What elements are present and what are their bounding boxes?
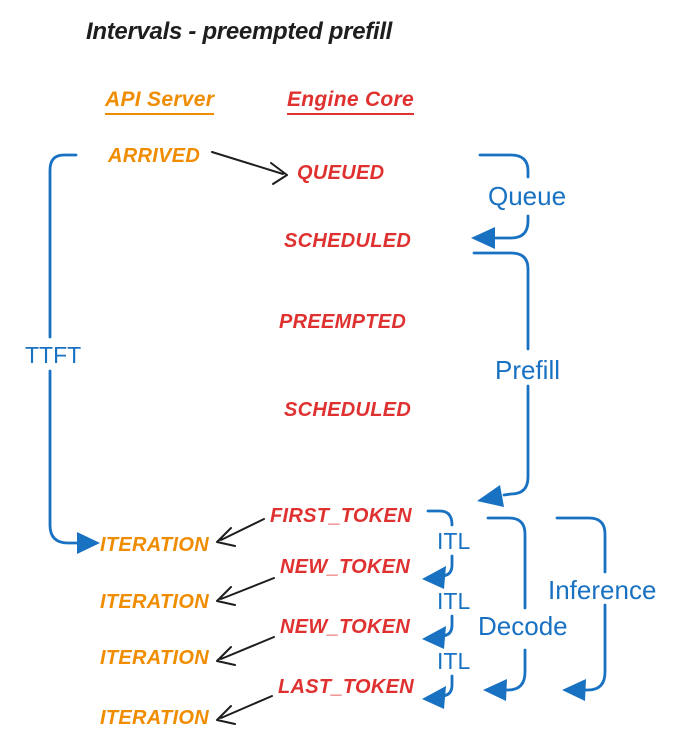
interval-itl-1: ITL <box>437 528 471 554</box>
decode-bracket-bottom <box>497 648 527 692</box>
interval-ttft: TTFT <box>25 342 82 368</box>
queue-arrowhead-icon <box>471 227 495 249</box>
prefill-bracket-top <box>472 251 530 351</box>
interval-itl-3: ITL <box>437 648 471 674</box>
event-scheduled-1: SCHEDULED <box>284 230 412 252</box>
event-iteration-3: ITERATION <box>100 647 209 669</box>
event-arrived: ARRIVED <box>108 145 201 167</box>
column-header-engine-core: Engine Core <box>287 89 414 115</box>
column-header-api-server: API Server <box>105 89 215 115</box>
arrived-to-queued-arrow <box>211 151 288 185</box>
ttft-arrowhead-icon <box>77 532 100 554</box>
interval-decode: Decode <box>478 611 568 641</box>
prefill-bracket-bottom <box>502 384 530 497</box>
ttft-bracket-top <box>48 153 78 339</box>
queue-bracket-top <box>478 153 530 179</box>
itl-arrowhead-2-icon <box>422 626 446 649</box>
event-iteration-2: ITERATION <box>100 591 209 613</box>
itl-arrowhead-1-icon <box>422 566 446 589</box>
inference-arrowhead-icon <box>562 679 586 701</box>
event-scheduled-2: SCHEDULED <box>284 399 412 421</box>
decode-arrowhead-icon <box>483 679 507 701</box>
itl-bracket-corner <box>426 509 454 527</box>
inference-bracket-bottom <box>577 603 607 692</box>
diagram-title: Intervals - preempted prefill <box>86 18 393 45</box>
event-new-token-2: NEW_TOKEN <box>280 616 411 638</box>
event-new-token-1: NEW_TOKEN <box>280 556 411 578</box>
event-iteration-4: ITERATION <box>100 707 209 729</box>
event-last-token: LAST_TOKEN <box>278 676 414 698</box>
event-queued: QUEUED <box>297 162 385 184</box>
new-token1-to-iteration-arrow <box>216 577 275 606</box>
interval-queue: Queue <box>488 181 567 211</box>
event-first-token: FIRST_TOKEN <box>270 505 412 527</box>
event-preempted: PREEMPTED <box>279 311 407 333</box>
decode-bracket-top <box>486 516 527 610</box>
itl-arrowhead-3-icon <box>422 686 446 709</box>
prefill-arrowhead-icon <box>477 485 504 507</box>
last-token-to-iteration-arrow <box>216 695 273 725</box>
event-iteration-1: ITERATION <box>100 534 209 556</box>
ttft-bracket-bottom <box>48 369 82 545</box>
first-token-to-iteration-arrow <box>216 518 265 547</box>
inference-bracket-top <box>555 516 607 574</box>
interval-itl-2: ITL <box>437 588 471 614</box>
interval-prefill: Prefill <box>495 355 561 385</box>
queue-bracket-bottom <box>493 214 530 240</box>
new-token2-to-iteration-arrow <box>216 636 275 666</box>
interval-inference: Inference <box>548 575 657 605</box>
